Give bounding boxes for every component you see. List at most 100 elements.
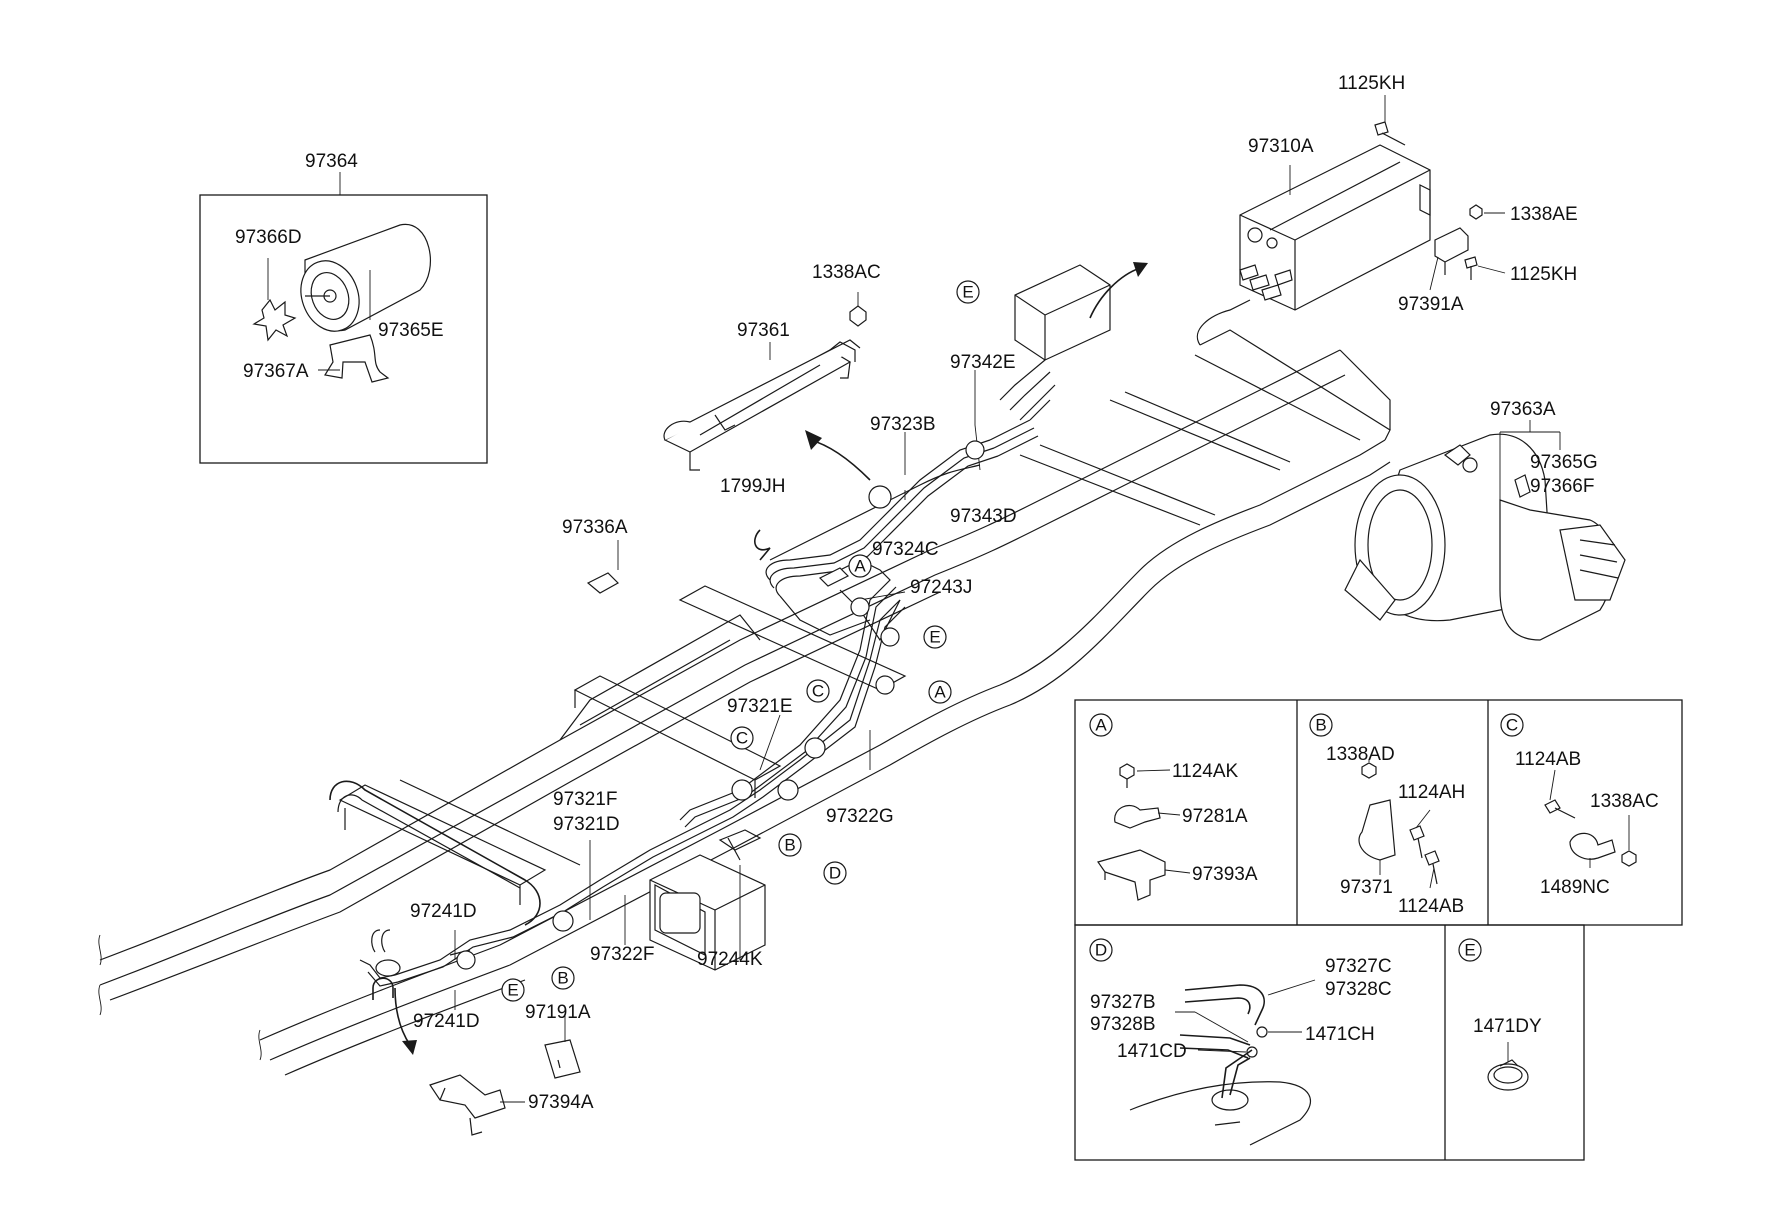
fuel-filler-neck bbox=[371, 929, 401, 1000]
label-97361: 97361 bbox=[737, 320, 790, 341]
label-E-1471DY: 1471DY bbox=[1473, 1016, 1542, 1037]
svg-text:A: A bbox=[1095, 716, 1107, 735]
canister-on-frame bbox=[649, 829, 766, 971]
marker-B-1: B bbox=[778, 833, 802, 857]
assembly-97363A bbox=[1344, 433, 1626, 641]
label-97241D-bottom: 97241D bbox=[413, 1011, 480, 1032]
line-ring-7 bbox=[731, 779, 753, 801]
bracket-97191A-shape bbox=[544, 1039, 581, 1079]
detail-box-97364 bbox=[199, 194, 488, 464]
label-B-1124AB: 1124AB bbox=[1398, 896, 1464, 917]
bracket-97394A-shape bbox=[429, 1074, 506, 1136]
label-97323B: 97323B bbox=[870, 414, 936, 435]
marker-D-1: D bbox=[823, 861, 847, 885]
label-C-1489NC: 1489NC bbox=[1540, 877, 1610, 898]
panel-marker-C: C bbox=[1500, 713, 1524, 737]
label-97241D-top: 97241D bbox=[410, 901, 477, 922]
marker-E-3: E bbox=[501, 978, 525, 1002]
line-ring-8 bbox=[777, 779, 799, 801]
marker-C-2: C bbox=[730, 726, 754, 750]
label-D-1471CD: 1471CD bbox=[1117, 1041, 1187, 1062]
svg-text:B: B bbox=[1315, 716, 1326, 735]
label-97343D: 97343D bbox=[950, 506, 1017, 527]
label-97322G: 97322G bbox=[826, 806, 894, 827]
nut-1338AC-shape bbox=[849, 305, 867, 327]
label-1338AE: 1338AE bbox=[1510, 204, 1578, 225]
svg-text:B: B bbox=[557, 969, 568, 988]
svg-text:D: D bbox=[829, 864, 841, 883]
label-97336A: 97336A bbox=[562, 517, 628, 538]
svg-text:D: D bbox=[1095, 941, 1107, 960]
label-97365E: 97365E bbox=[378, 320, 444, 341]
chassis-frame bbox=[98, 299, 1391, 1076]
label-97324C: 97324C bbox=[872, 539, 939, 560]
svg-text:C: C bbox=[1506, 716, 1518, 735]
panel-marker-B: B bbox=[1309, 713, 1333, 737]
panel-marker-A: A bbox=[1089, 713, 1113, 737]
line-ring-9 bbox=[552, 910, 574, 932]
label-B-1338AD: 1338AD bbox=[1326, 744, 1395, 765]
label-C-1338AC: 1338AC bbox=[1590, 791, 1659, 812]
label-97191A: 97191A bbox=[525, 1002, 591, 1023]
panel-marker-E: E bbox=[1458, 938, 1482, 962]
marker-B-2: B bbox=[551, 966, 575, 990]
svg-text:A: A bbox=[854, 557, 866, 576]
label-D-97328B: 97328B bbox=[1090, 1014, 1156, 1035]
label-97322F: 97322F bbox=[590, 944, 654, 965]
line-ring-6 bbox=[804, 737, 826, 759]
panel-marker-D: D bbox=[1089, 938, 1113, 962]
label-97310A: 97310A bbox=[1248, 136, 1314, 157]
line-ring-3 bbox=[850, 597, 870, 617]
label-97363A: 97363A bbox=[1490, 399, 1556, 420]
label-97342E: 97342E bbox=[950, 352, 1016, 373]
label-97366D: 97366D bbox=[235, 227, 302, 248]
label-D-97327B: 97327B bbox=[1090, 992, 1156, 1013]
line-ring-2 bbox=[965, 440, 985, 460]
label-B-97371: 97371 bbox=[1340, 877, 1393, 898]
detail-panels bbox=[1074, 699, 1683, 1161]
label-A-97281A: 97281A bbox=[1182, 806, 1248, 827]
marker-A-1: A bbox=[848, 554, 872, 578]
label-D-97328C: 97328C bbox=[1325, 979, 1392, 1000]
marker-E-2: E bbox=[923, 625, 947, 649]
fuel-pump-control-box bbox=[999, 264, 1111, 421]
label-B-1124AH: 1124AH bbox=[1398, 782, 1465, 803]
reference-markers: E A E A C C B D B E A B C D E bbox=[456, 280, 1524, 1002]
label-97321E: 97321E bbox=[727, 696, 793, 717]
line-ring-4 bbox=[880, 627, 900, 647]
assembly-97310A bbox=[1239, 121, 1483, 311]
svg-text:E: E bbox=[962, 283, 973, 302]
line-ring-1 bbox=[868, 485, 892, 509]
part-labels: 97364 97366D 97365E 97367A 1338AC 97361 … bbox=[235, 73, 1659, 1113]
label-D-1471CH: 1471CH bbox=[1305, 1024, 1375, 1045]
label-A-97393A: 97393A bbox=[1192, 864, 1258, 885]
svg-text:E: E bbox=[929, 628, 940, 647]
label-1125KH-top: 1125KH bbox=[1338, 73, 1405, 94]
line-ring-10 bbox=[456, 950, 476, 970]
clip-1799JH-shape bbox=[754, 529, 771, 561]
fuel-lines bbox=[359, 399, 1051, 987]
label-97394A: 97394A bbox=[528, 1092, 594, 1113]
svg-text:E: E bbox=[1464, 941, 1475, 960]
label-leader-lines bbox=[267, 95, 1630, 1103]
label-97391A: 97391A bbox=[1398, 294, 1464, 315]
label-97364: 97364 bbox=[305, 151, 358, 172]
label-1125KH-side: 1125KH bbox=[1510, 264, 1577, 285]
label-97244K: 97244K bbox=[697, 949, 763, 970]
leader-arrows bbox=[394, 262, 1148, 1055]
plate-97336A-shape bbox=[586, 572, 619, 594]
svg-text:E: E bbox=[507, 981, 518, 1000]
heat-shield-97361 bbox=[663, 339, 861, 471]
marker-A-2: A bbox=[928, 680, 952, 704]
label-1338AC-top: 1338AC bbox=[812, 262, 881, 283]
label-1799JH: 1799JH bbox=[720, 476, 786, 497]
label-97321F: 97321F bbox=[553, 789, 617, 810]
svg-text:C: C bbox=[736, 729, 748, 748]
label-97321D: 97321D bbox=[553, 814, 620, 835]
label-97367A: 97367A bbox=[243, 361, 309, 382]
label-97365G: 97365G bbox=[1530, 452, 1598, 473]
svg-text:A: A bbox=[934, 683, 946, 702]
label-A-1124AK: 1124AK bbox=[1172, 761, 1239, 782]
label-D-97327C: 97327C bbox=[1325, 956, 1392, 977]
